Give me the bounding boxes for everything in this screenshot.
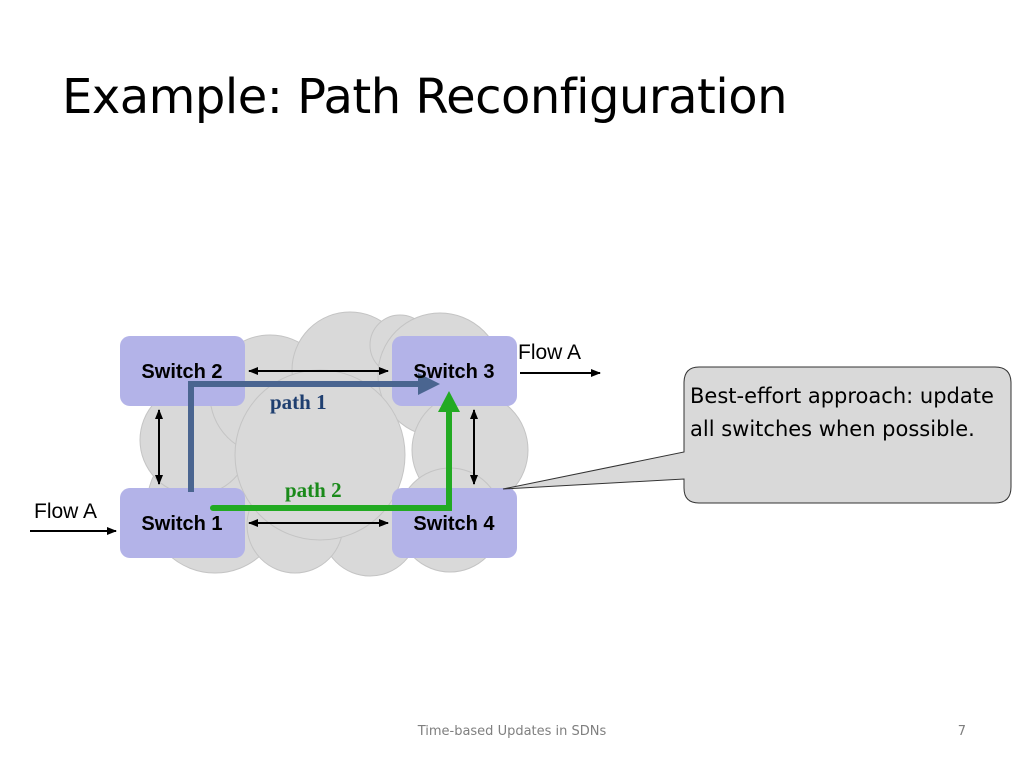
callout-bubble: [502, 366, 1012, 504]
callout-text: Best-effort approach: update all switche…: [690, 384, 994, 441]
flow-out-label: Flow A: [518, 341, 581, 364]
switch-2-box: [120, 336, 245, 406]
slide-footer: Time-based Updates in SDNs: [417, 724, 607, 739]
switch-2-label: Switch 2: [141, 361, 222, 383]
path-1-line: [188, 381, 420, 492]
path-2-label: path 2: [285, 478, 342, 502]
path-2-line: [210, 407, 452, 511]
path-2-arrowhead: [438, 391, 460, 412]
switch-3-label: Switch 3: [413, 361, 494, 383]
switch-4-label: Switch 4: [413, 513, 495, 535]
flow-in-label: Flow A: [34, 500, 97, 523]
path-1-label: path 1: [270, 390, 327, 414]
slide-title: Example: Path Reconfiguration: [62, 69, 788, 125]
path-1-arrowhead: [418, 373, 440, 395]
switch-1-label: Switch 1: [141, 513, 222, 535]
page-number: 7: [957, 724, 966, 739]
